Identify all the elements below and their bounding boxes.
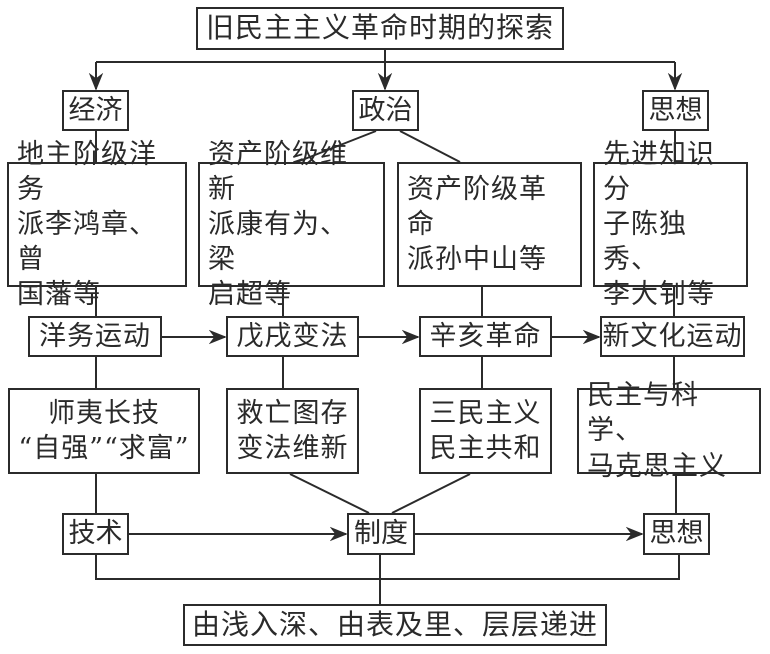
title-text: 旧民主主义革命时期的探索	[205, 11, 554, 45]
actor-box-intellectuals: 先进知识分 子陈独秀、 李大钊等	[593, 139, 748, 310]
idea-text: 三民主义 民主共和	[429, 397, 542, 464]
actor-text: 资产阶级维新 派康有为、梁 启超等	[208, 138, 348, 311]
level-technology-label: 技术	[68, 518, 123, 550]
event-box-westernization-movement: 洋务运动	[28, 316, 162, 357]
event-label: 辛亥革命	[429, 320, 542, 352]
idea-box-westernization: 师夷长技 “自强”“求富”	[8, 388, 200, 474]
idea2-to-institution-line	[289, 473, 370, 514]
actor-text: 先进知识分 子陈独秀、 李大钊等	[603, 138, 715, 311]
level-institution-label: 制度	[354, 518, 408, 550]
idea-text: 救亡图存 变法维新	[236, 397, 349, 464]
event-label: 新文化运动	[602, 320, 743, 352]
level-institution-box: 制度	[347, 513, 415, 555]
event-box-xinhai-revolution: 辛亥革命	[419, 316, 552, 357]
idea-text: 师夷长技 “自强”“求富”	[18, 397, 190, 464]
actor-box-revolution-faction: 资产阶级革命 派孙中山等	[397, 162, 582, 287]
idea-box-revolution: 三民主义 民主共和	[419, 388, 552, 474]
politics-to-revolution-line	[399, 130, 461, 163]
level-technology-box: 技术	[62, 513, 129, 555]
category-economy-box: 经济	[62, 90, 129, 131]
event-box-new-culture-movement: 新文化运动	[600, 316, 745, 357]
actor-text: 地主阶级洋务 派李鸿章、曾 国藩等	[17, 138, 157, 311]
event-label: 戊戌变法	[236, 320, 349, 352]
conclusion-text: 由浅入深、由表及里、层层递进	[191, 607, 598, 641]
category-thought-label: 思想	[648, 94, 703, 126]
idea-box-new-culture: 民主与科学、 马克思主义	[577, 380, 761, 482]
politics-to-reform-line	[296, 130, 377, 163]
actor-box-westernization-faction: 地主阶级洋务 派李鸿章、曾 国藩等	[7, 139, 187, 310]
idea-box-reform: 救亡图存 变法维新	[226, 388, 359, 474]
category-thought-box: 思想	[642, 90, 709, 131]
title-box: 旧民主主义革命时期的探索	[196, 7, 564, 50]
event-box-hundred-days-reform: 戊戌变法	[226, 316, 359, 357]
idea3-to-institution-line	[391, 473, 471, 514]
category-economy-label: 经济	[68, 94, 123, 126]
actor-box-reform-faction: 资产阶级维新 派康有为、梁 启超等	[198, 139, 385, 310]
category-politics-label: 政治	[358, 94, 413, 126]
event-label: 洋务运动	[39, 320, 151, 352]
category-politics-box: 政治	[352, 90, 419, 131]
level-thought-box: 思想	[643, 513, 710, 555]
actor-text: 资产阶级革命 派孙中山等	[407, 173, 547, 276]
conclusion-box: 由浅入深、由表及里、层层递进	[183, 604, 607, 646]
level-thought-label: 思想	[649, 518, 704, 550]
bottom-merge-line	[95, 555, 680, 580]
idea-text: 民主与科学、 马克思主义	[587, 380, 727, 482]
